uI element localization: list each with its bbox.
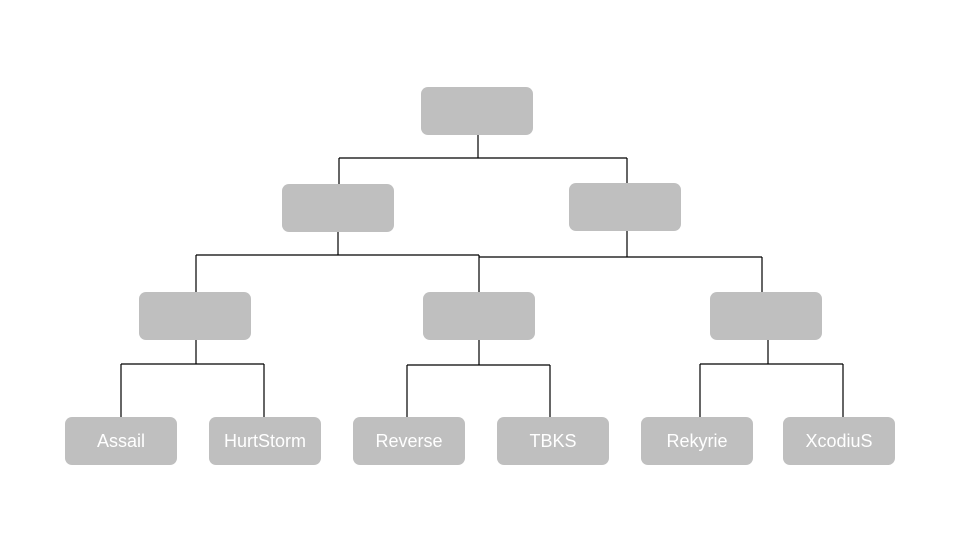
entrant-assail: Assail	[65, 417, 177, 465]
connector-final	[338, 134, 628, 184]
connector-semifinal-1	[195, 231, 480, 292]
connector-quarterfinal-3	[699, 340, 844, 417]
entrant-hurtstorm: HurtStorm	[209, 417, 321, 465]
entrant-rekyrie: Rekyrie	[641, 417, 753, 465]
entrant-reverse: Reverse	[353, 417, 465, 465]
entrant-xcodius: XcodiuS	[783, 417, 895, 465]
semifinal-slot-2	[569, 183, 681, 231]
quarterfinal-slot-3	[710, 292, 822, 340]
entrant-tbks: TBKS	[497, 417, 609, 465]
connector-quarterfinal-1	[120, 340, 265, 417]
quarterfinal-slot-2	[423, 292, 535, 340]
connector-semifinal-2	[479, 230, 763, 292]
final-slot	[421, 87, 533, 135]
quarterfinal-slot-1	[139, 292, 251, 340]
connector-quarterfinal-2	[406, 340, 551, 417]
semifinal-slot-1	[282, 184, 394, 232]
